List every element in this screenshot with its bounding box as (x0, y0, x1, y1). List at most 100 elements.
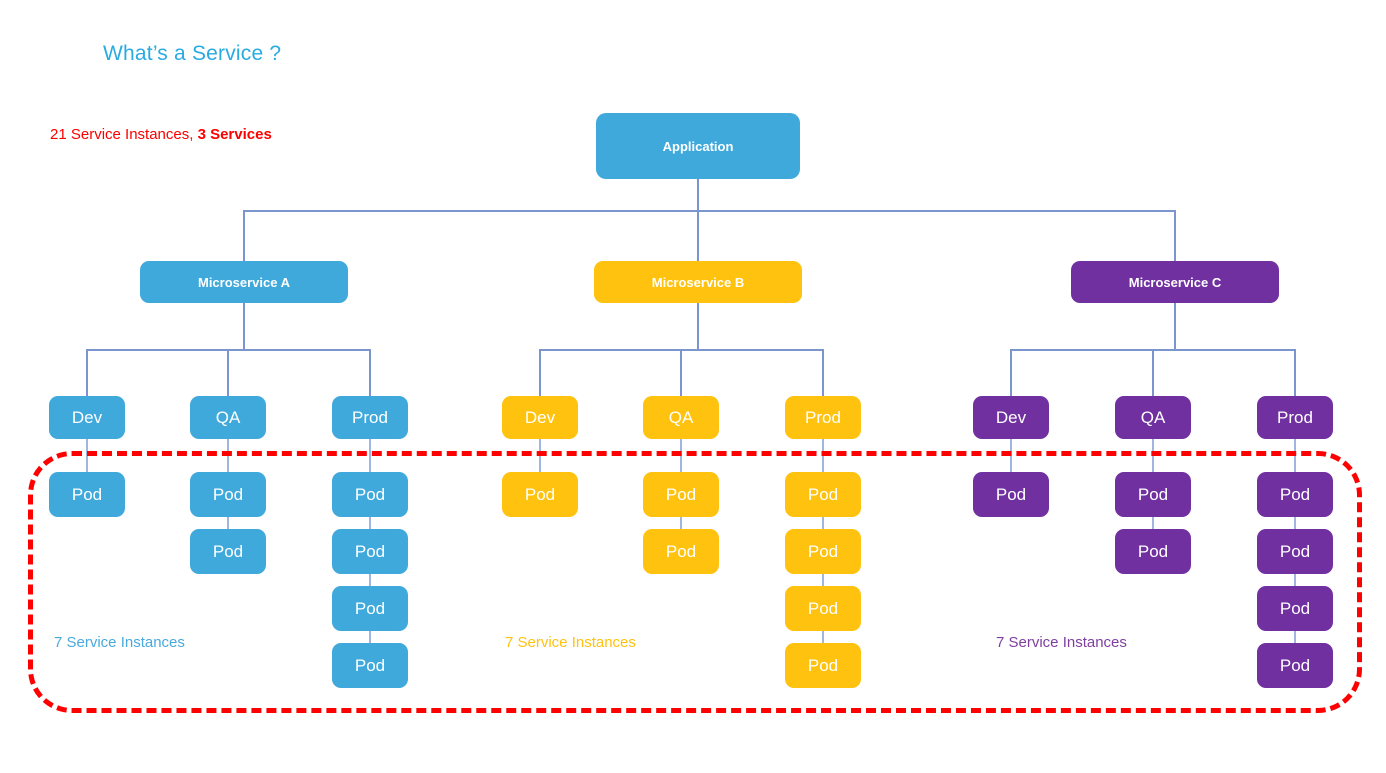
pod-node-b-dev-1-label: Pod (524, 484, 556, 504)
pod-node-c-prod-1-label: Pod (1279, 484, 1311, 504)
connector-pod-c-1-1 (1152, 517, 1154, 529)
env-node-c-dev[interactable]: Dev (973, 396, 1049, 439)
pod-node-a-qa-2[interactable]: Pod (190, 529, 266, 574)
connector-microservice-stem-b (697, 303, 699, 349)
connector-pod-c-2-3 (1294, 631, 1296, 643)
connector-pod-b-2-1 (822, 517, 824, 529)
connector-env-c-1 (1152, 349, 1154, 396)
pod-node-b-prod-4[interactable]: Pod (785, 643, 861, 688)
connector-pod-c-2-1 (1294, 517, 1296, 529)
pod-node-b-qa-1[interactable]: Pod (643, 472, 719, 517)
env-node-b-qa[interactable]: QA (643, 396, 719, 439)
pod-node-a-prod-2[interactable]: Pod (332, 529, 408, 574)
env-node-a-dev-label: Dev (71, 407, 103, 427)
connector-pod-c-1-0 (1152, 439, 1154, 472)
pod-node-b-prod-1[interactable]: Pod (785, 472, 861, 517)
connector-pod-a-2-2 (369, 574, 371, 586)
env-node-a-qa[interactable]: QA (190, 396, 266, 439)
env-node-b-dev-label: Dev (524, 407, 556, 427)
legend-microservice-a: 7 Service Instances (54, 634, 185, 651)
connector-microservice-c (1174, 210, 1176, 261)
pod-node-b-prod-2[interactable]: Pod (785, 529, 861, 574)
connector-microservice-a (243, 210, 245, 261)
pod-node-a-prod-3[interactable]: Pod (332, 586, 408, 631)
pod-node-c-prod-3-label: Pod (1279, 598, 1311, 618)
connector-pod-b-2-0 (822, 439, 824, 472)
env-node-b-prod-label: Prod (805, 407, 841, 427)
pod-node-a-prod-4[interactable]: Pod (332, 643, 408, 688)
connector-env-b-2 (822, 349, 824, 396)
microservice-node-b-label: Microservice B (651, 274, 745, 290)
pod-node-b-prod-3-label: Pod (807, 598, 839, 618)
page-title: What’s a Service ? (103, 42, 282, 65)
connector-env-c-0 (1010, 349, 1012, 396)
application-node[interactable]: Application (596, 113, 800, 179)
pod-node-c-dev-1-label: Pod (995, 484, 1027, 504)
connector-pod-c-2-0 (1294, 439, 1296, 472)
connector-pod-a-2-0 (369, 439, 371, 472)
pod-node-a-prod-2-label: Pod (354, 541, 386, 561)
env-node-a-prod-label: Prod (352, 407, 388, 427)
connector-env-b-0 (539, 349, 541, 396)
pod-node-b-qa-2-label: Pod (665, 541, 697, 561)
microservice-node-c-label: Microservice C (1128, 274, 1222, 290)
pod-node-a-dev-1[interactable]: Pod (49, 472, 125, 517)
pod-node-b-dev-1[interactable]: Pod (502, 472, 578, 517)
pod-node-a-qa-2-label: Pod (212, 541, 244, 561)
microservice-node-a-label: Microservice A (197, 274, 290, 290)
pod-node-a-qa-1-label: Pod (212, 484, 244, 504)
env-node-c-qa[interactable]: QA (1115, 396, 1191, 439)
env-node-c-dev-label: Dev (995, 407, 1027, 427)
pod-node-c-prod-4-label: Pod (1279, 655, 1311, 675)
connector-pod-a-2-1 (369, 517, 371, 529)
pod-node-c-prod-1[interactable]: Pod (1257, 472, 1333, 517)
pod-node-c-qa-1[interactable]: Pod (1115, 472, 1191, 517)
pod-node-a-prod-1[interactable]: Pod (332, 472, 408, 517)
microservice-node-b[interactable]: Microservice B (594, 261, 802, 303)
connector-pod-c-0-0 (1010, 439, 1012, 472)
pod-node-b-prod-2-label: Pod (807, 541, 839, 561)
legend-microservice-c: 7 Service Instances (996, 634, 1127, 651)
env-node-c-prod[interactable]: Prod (1257, 396, 1333, 439)
pod-node-a-dev-1-label: Pod (71, 484, 103, 504)
application-node-label: Application (662, 138, 734, 154)
legend-microservice-b: 7 Service Instances (505, 634, 636, 651)
microservice-node-a[interactable]: Microservice A (140, 261, 348, 303)
pod-node-b-prod-3[interactable]: Pod (785, 586, 861, 631)
connector-pod-a-1-1 (227, 517, 229, 529)
connector-env-b-1 (680, 349, 682, 396)
instance-summary-bold: 3 Services (197, 126, 272, 143)
instance-summary-plain: 21 Service Instances, (50, 126, 198, 143)
env-node-a-dev[interactable]: Dev (49, 396, 125, 439)
pod-node-c-prod-2[interactable]: Pod (1257, 529, 1333, 574)
connector-env-a-2 (369, 349, 371, 396)
pod-node-c-prod-4[interactable]: Pod (1257, 643, 1333, 688)
microservice-node-c[interactable]: Microservice C (1071, 261, 1279, 303)
pod-node-a-prod-1-label: Pod (354, 484, 386, 504)
pod-node-c-qa-2[interactable]: Pod (1115, 529, 1191, 574)
pod-node-c-dev-1[interactable]: Pod (973, 472, 1049, 517)
connector-pod-b-2-2 (822, 574, 824, 586)
pod-node-b-prod-4-label: Pod (807, 655, 839, 675)
pod-node-c-prod-3[interactable]: Pod (1257, 586, 1333, 631)
pod-node-c-qa-2-label: Pod (1137, 541, 1169, 561)
pod-node-a-qa-1[interactable]: Pod (190, 472, 266, 517)
connector-pod-a-0-0 (86, 439, 88, 472)
connector-microservice-bus (244, 210, 1175, 212)
pod-node-b-prod-1-label: Pod (807, 484, 839, 504)
env-node-b-dev[interactable]: Dev (502, 396, 578, 439)
connector-pod-b-1-1 (680, 517, 682, 529)
env-node-a-prod[interactable]: Prod (332, 396, 408, 439)
connector-pod-b-1-0 (680, 439, 682, 472)
connector-pod-b-2-3 (822, 631, 824, 643)
pod-node-b-qa-2[interactable]: Pod (643, 529, 719, 574)
pod-node-c-qa-1-label: Pod (1137, 484, 1169, 504)
pod-node-c-prod-2-label: Pod (1279, 541, 1311, 561)
connector-pod-a-1-0 (227, 439, 229, 472)
connector-env-a-0 (86, 349, 88, 396)
connector-microservice-stem-a (243, 303, 245, 349)
connector-microservice-stem-c (1174, 303, 1176, 349)
connector-app-trunk (697, 179, 699, 210)
env-node-b-prod[interactable]: Prod (785, 396, 861, 439)
